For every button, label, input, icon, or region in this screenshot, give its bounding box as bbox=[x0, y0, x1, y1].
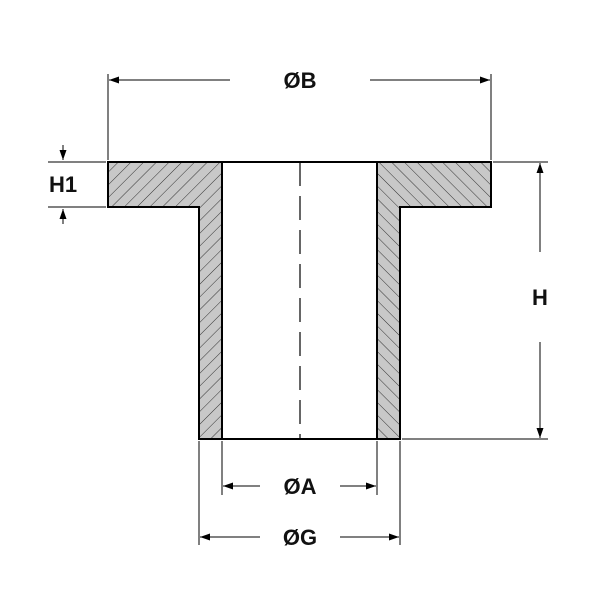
left-section-hatched bbox=[107, 161, 223, 440]
dimension-flange-height: H1 bbox=[48, 145, 106, 224]
dimension-outer-flange-diameter: ØB bbox=[107, 68, 492, 160]
label-h: H bbox=[532, 285, 548, 310]
label-h1: H1 bbox=[49, 172, 77, 197]
dimension-outer-body-diameter: ØG bbox=[198, 441, 401, 550]
dimension-total-height: H bbox=[402, 161, 548, 440]
right-section-hatched bbox=[376, 161, 492, 440]
label-g: ØG bbox=[283, 525, 317, 550]
label-b: ØB bbox=[284, 68, 317, 93]
dimension-inner-diameter: ØA bbox=[221, 441, 378, 499]
label-a: ØA bbox=[284, 474, 317, 499]
